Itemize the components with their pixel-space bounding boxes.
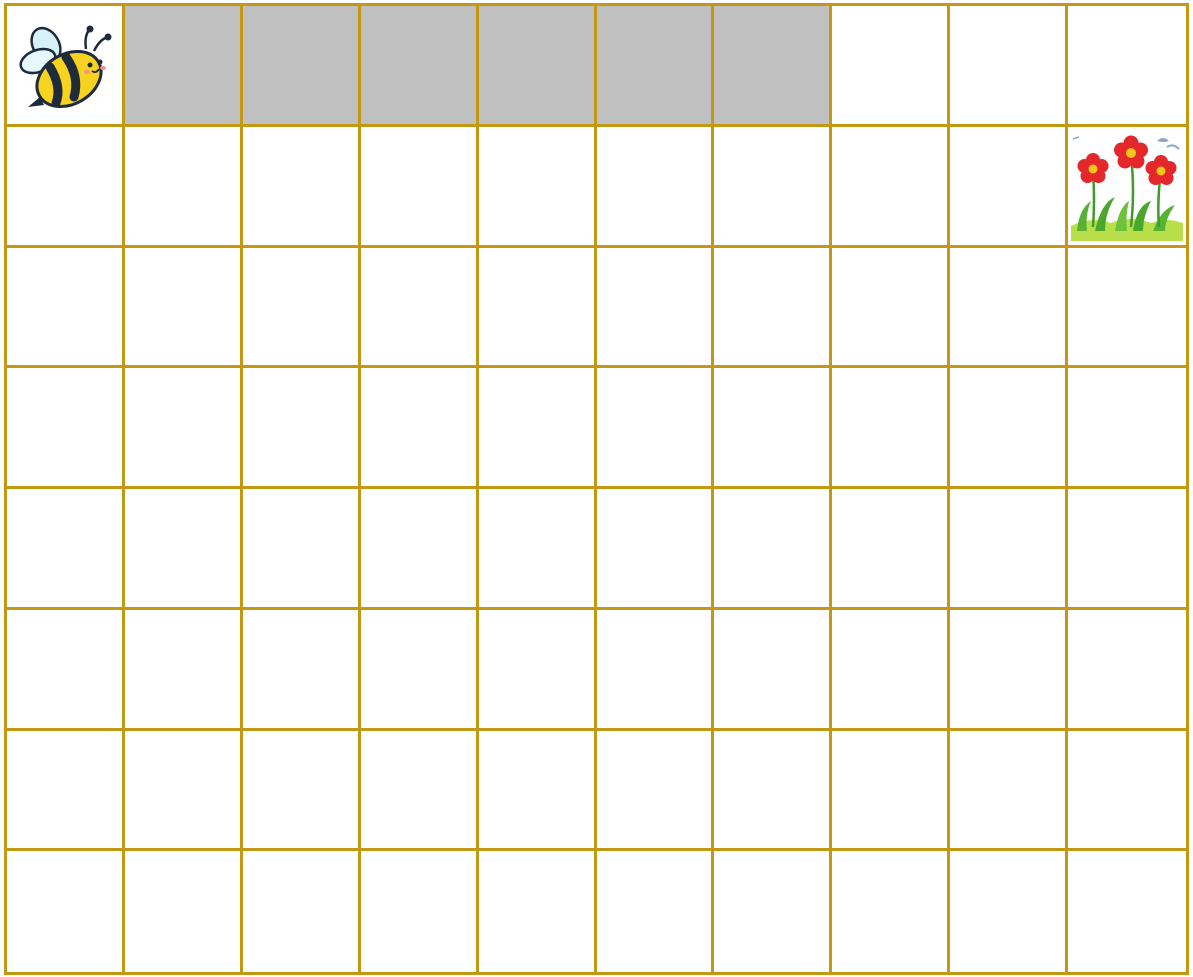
grid-cell[interactable]	[597, 851, 715, 972]
game-board	[4, 3, 1189, 975]
grid-cell[interactable]	[832, 368, 950, 489]
grid-cell[interactable]	[714, 368, 832, 489]
grid-cell[interactable]	[714, 489, 832, 610]
grid-cell[interactable]	[832, 248, 950, 369]
grid-cell[interactable]	[243, 248, 361, 369]
grid-cell[interactable]	[1068, 610, 1186, 731]
grid-cell[interactable]	[7, 489, 125, 610]
grid-cell[interactable]	[125, 731, 243, 852]
grid-cell[interactable]	[1068, 368, 1186, 489]
grid-cell[interactable]	[7, 368, 125, 489]
grid-cell[interactable]	[479, 489, 597, 610]
grid-cell[interactable]	[950, 851, 1068, 972]
grid-cell[interactable]	[361, 368, 479, 489]
grid-cell[interactable]	[1068, 248, 1186, 369]
grid-cell[interactable]	[714, 851, 832, 972]
grid-cell[interactable]	[597, 489, 715, 610]
grid-cell[interactable]	[479, 248, 597, 369]
grid-cell-path[interactable]	[479, 6, 597, 127]
grid-cell[interactable]	[7, 851, 125, 972]
grid-cell-path[interactable]	[125, 6, 243, 127]
grid-cell-path[interactable]	[597, 6, 715, 127]
grid-cell[interactable]	[597, 610, 715, 731]
grid-cell-path[interactable]	[361, 6, 479, 127]
grid-cell[interactable]	[597, 368, 715, 489]
grid-cell[interactable]	[950, 610, 1068, 731]
flowers-icon	[1071, 131, 1183, 241]
grid-cell[interactable]	[832, 851, 950, 972]
grid-cell-path[interactable]	[714, 6, 832, 127]
grid-cell[interactable]	[832, 127, 950, 248]
grid-cell[interactable]	[243, 731, 361, 852]
grid-cell[interactable]	[1068, 6, 1186, 127]
grid-cell[interactable]	[361, 731, 479, 852]
grid-cell[interactable]	[361, 851, 479, 972]
grid-cell[interactable]	[1068, 731, 1186, 852]
grid-cell[interactable]	[950, 127, 1068, 248]
grid-cell[interactable]	[479, 610, 597, 731]
grid-cell[interactable]	[597, 248, 715, 369]
grid-cell[interactable]	[125, 610, 243, 731]
grid-cell[interactable]	[950, 731, 1068, 852]
grid-cell[interactable]	[243, 851, 361, 972]
grid-cell[interactable]	[950, 489, 1068, 610]
grid-cell[interactable]	[1068, 489, 1186, 610]
grid-cell[interactable]	[361, 248, 479, 369]
grid-cell-flowers[interactable]	[1068, 127, 1186, 248]
grid-cell[interactable]	[950, 6, 1068, 127]
grid-cell[interactable]	[361, 489, 479, 610]
grid-cell[interactable]	[125, 489, 243, 610]
grid-cell[interactable]	[7, 610, 125, 731]
grid-cell[interactable]	[1068, 851, 1186, 972]
grid-cell[interactable]	[243, 489, 361, 610]
grid-cell[interactable]	[950, 368, 1068, 489]
grid-cell[interactable]	[125, 248, 243, 369]
grid-cell[interactable]	[597, 127, 715, 248]
grid-cell[interactable]	[361, 610, 479, 731]
grid-cell[interactable]	[7, 127, 125, 248]
grid-cell[interactable]	[832, 6, 950, 127]
grid-cell[interactable]	[7, 248, 125, 369]
grid-cell[interactable]	[832, 610, 950, 731]
grid-cell[interactable]	[479, 127, 597, 248]
bee-icon	[14, 17, 114, 112]
grid-cell[interactable]	[125, 368, 243, 489]
grid-cell[interactable]	[243, 127, 361, 248]
grid-cell-bee[interactable]	[7, 6, 125, 127]
grid-cell[interactable]	[950, 248, 1068, 369]
grid-cell[interactable]	[125, 851, 243, 972]
grid-cell[interactable]	[832, 731, 950, 852]
grid-cell[interactable]	[714, 248, 832, 369]
grid-cell[interactable]	[479, 368, 597, 489]
grid-cell[interactable]	[597, 731, 715, 852]
grid-cell[interactable]	[243, 610, 361, 731]
grid-cell[interactable]	[479, 851, 597, 972]
grid-cell[interactable]	[479, 731, 597, 852]
grid-cell[interactable]	[832, 489, 950, 610]
grid-cell-path[interactable]	[243, 6, 361, 127]
grid-cell[interactable]	[243, 368, 361, 489]
grid-cell[interactable]	[714, 610, 832, 731]
grid-cell[interactable]	[361, 127, 479, 248]
grid-cell[interactable]	[714, 127, 832, 248]
grid-cell[interactable]	[125, 127, 243, 248]
grid-cell[interactable]	[714, 731, 832, 852]
grid-cell[interactable]	[7, 731, 125, 852]
